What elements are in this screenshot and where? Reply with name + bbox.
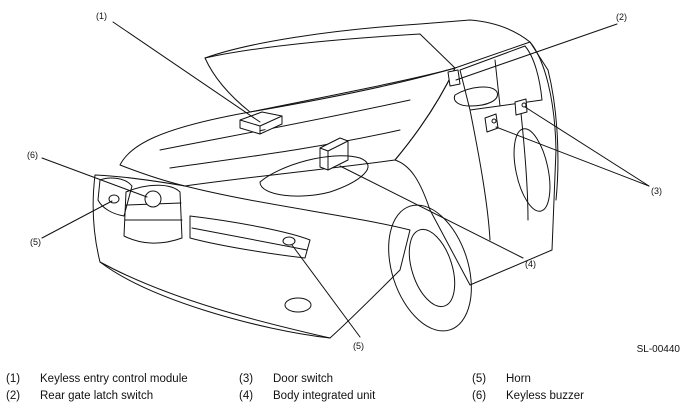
legend-text: Door switch bbox=[273, 373, 334, 385]
callout-4: (4) bbox=[525, 259, 536, 269]
rear-gate-latch-switch-shape bbox=[447, 69, 461, 87]
door-switch-front-button bbox=[491, 118, 497, 124]
legend-item-4: (4) Body integrated unit bbox=[239, 388, 459, 405]
rear-wheel bbox=[513, 128, 551, 212]
callout-1: (1) bbox=[96, 11, 107, 21]
legend-item-1: (1) Keyless entry control module bbox=[6, 371, 226, 388]
legend-text: Horn bbox=[506, 373, 531, 385]
leader-lines bbox=[41, 21, 650, 338]
legend-item-6: (6) Keyless buzzer bbox=[472, 388, 672, 405]
lower-air-intake bbox=[189, 215, 311, 259]
vehicle-side-body bbox=[394, 41, 557, 286]
left-headlight bbox=[97, 177, 133, 217]
vehicle-side-window bbox=[459, 45, 543, 111]
side-mirror bbox=[453, 86, 498, 107]
callout-labels: (1) (2) (3) (4) (5) (5) (6) bbox=[27, 11, 662, 351]
legend-num: (3) bbox=[239, 373, 254, 385]
leader-line-3b bbox=[524, 106, 650, 187]
figure-id: SL-00440 bbox=[636, 344, 680, 355]
bumper-lower-edge bbox=[99, 261, 331, 339]
components bbox=[108, 69, 528, 246]
hood-crease bbox=[159, 99, 411, 151]
vehicle-component-diagram: (1) (2) (3) (4) (5) (5) (6) bbox=[27, 11, 662, 351]
legend-item-5: (5) Horn bbox=[472, 371, 672, 388]
leader-line-6 bbox=[41, 157, 148, 198]
callout-3: (3) bbox=[651, 186, 662, 196]
front-wheel-rim bbox=[408, 228, 456, 308]
vehicle-windshield bbox=[204, 33, 456, 113]
vehicle-illustration bbox=[92, 19, 559, 339]
callout-2: (2) bbox=[616, 12, 627, 22]
fog-light bbox=[284, 297, 312, 313]
front-wheel bbox=[388, 204, 472, 332]
leader-line-1 bbox=[112, 21, 261, 123]
front-bumper bbox=[92, 174, 411, 339]
legend-num: (2) bbox=[6, 390, 21, 402]
legend-num: (1) bbox=[6, 373, 21, 385]
callout-6: (6) bbox=[27, 150, 38, 160]
legend-text: Body integrated unit bbox=[273, 390, 376, 402]
window-pillar bbox=[494, 59, 501, 107]
leader-line-5b bbox=[291, 244, 361, 338]
front-door-seam bbox=[469, 109, 491, 241]
legend-item-3: (3) Door switch bbox=[239, 371, 459, 388]
callout-5-bottom: (5) bbox=[353, 341, 364, 351]
legend-text: Keyless entry control module bbox=[40, 373, 188, 385]
body-integrated-unit-outline bbox=[259, 155, 369, 197]
leader-line-3a bbox=[495, 126, 650, 187]
legend-text: Rear gate latch switch bbox=[40, 390, 154, 402]
legend-text: Keyless buzzer bbox=[506, 390, 584, 402]
legend-item-2: (2) Rear gate latch switch bbox=[6, 388, 226, 405]
body-integrated-unit-shape bbox=[319, 137, 349, 171]
door-switch-front-shape bbox=[484, 113, 499, 133]
front-grille bbox=[123, 184, 183, 244]
intake-bar bbox=[191, 227, 308, 251]
callout-5-left: (5) bbox=[30, 237, 41, 247]
vehicle-roof bbox=[204, 19, 549, 71]
door-switch-rear-button bbox=[521, 102, 527, 108]
hood-crease-2 bbox=[169, 129, 401, 169]
legend-num: (5) bbox=[472, 373, 487, 385]
horn-right-shape bbox=[282, 236, 296, 246]
leader-line-4 bbox=[339, 165, 524, 259]
legend-num: (4) bbox=[239, 390, 254, 402]
legend-num: (6) bbox=[472, 390, 487, 402]
keyless-entry-control-module-shape bbox=[239, 111, 283, 135]
leader-line-5a bbox=[41, 200, 113, 239]
rear-door-seam bbox=[519, 103, 529, 221]
keyless-buzzer-shape bbox=[144, 190, 162, 208]
leader-line-2 bbox=[455, 23, 618, 81]
rear-body-edge bbox=[547, 69, 559, 201]
